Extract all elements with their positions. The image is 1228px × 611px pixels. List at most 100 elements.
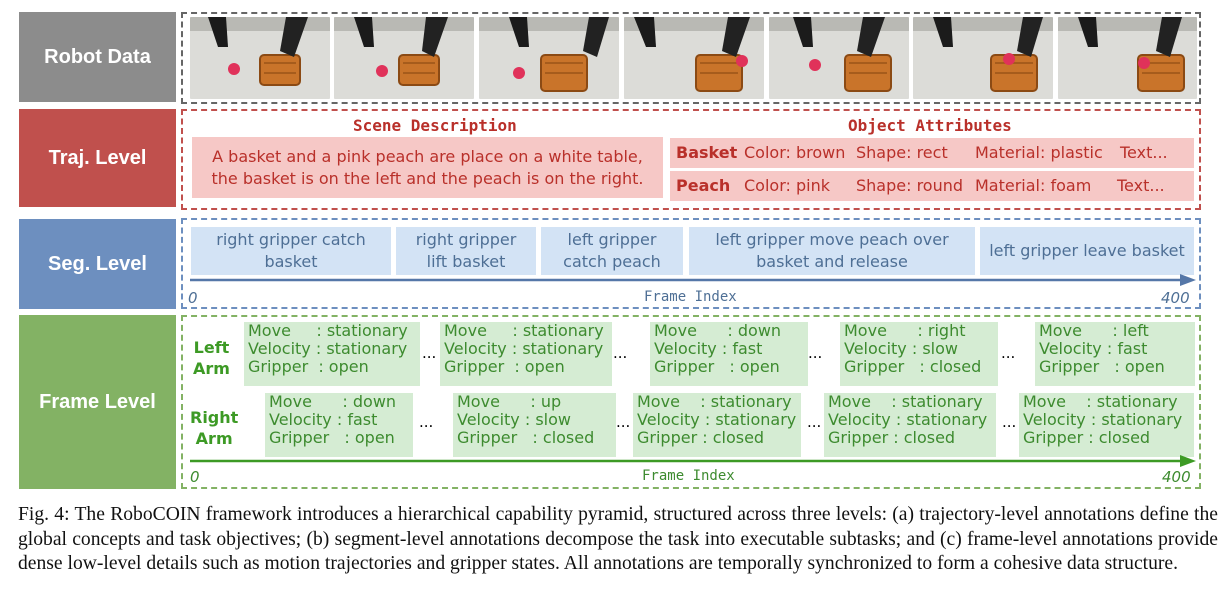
left-arm-state-line: Velocity : stationary [248,340,407,358]
left-arm-state-line: Velocity : slow [844,340,958,358]
segment-line-1: left gripper move peach over [715,229,948,251]
segment-2: right gripper lift basket [396,227,536,275]
robot-frame-photo [624,17,764,99]
segment-line-2: basket and release [756,251,908,273]
segment-1: right gripper catch basket [191,227,391,275]
robot-frame-photo [190,17,330,99]
segment-line-1: right gripper catch [216,229,366,251]
attr-text: Text... [1117,176,1165,195]
right-arm-state-line: Velocity : fast [269,411,377,429]
right-arm-state-line: Velocity : stationary [637,411,796,429]
scene-text-line-2: the basket is on the left and the peach … [211,168,643,190]
segment-line-1: right gripper [416,229,517,251]
segment-line-1: left gripper [568,229,657,251]
right-arm-state-line: Move : stationary [637,393,792,411]
right-arm-state-line: Gripper : closed [637,429,764,447]
attr-color: Color: pink [744,176,830,195]
right-arm-frame-box: Move : downVelocity : fastGripper : open [265,393,413,457]
left-arm-state-line: Gripper : open [1039,358,1165,376]
ellipsis: ... [616,413,630,431]
ellipsis: ... [422,344,436,362]
left-arm-word-1: Left [193,337,230,358]
segment-line-2: basket [264,251,317,273]
ellipsis: ... [1002,413,1016,431]
right-arm-state-line: Move : stationary [1023,393,1178,411]
attr-shape: Shape: rect [856,143,948,162]
attribute-row-peach: Peach Color: pink Shape: round Material:… [670,171,1194,201]
attr-text: Text... [1120,143,1168,162]
seg-level-label: Seg. Level [19,219,176,309]
robot-frame-photo [913,17,1053,99]
segment-5: left gripper leave basket [980,227,1194,275]
frame-axis-end: 400 [1162,468,1191,486]
segment-line-1: left gripper leave basket [989,240,1185,262]
left-arm-state-line: Velocity : fast [1039,340,1147,358]
frame-axis-start: 0 [190,468,200,486]
right-arm-state-line: Move : down [269,393,396,411]
left-arm-state-line: Velocity : stationary [444,340,603,358]
left-arm-word-2: Arm [193,358,230,379]
left-arm-label: Left Arm [193,337,230,379]
scene-description-box: A basket and a pink peach are place on a… [192,137,663,198]
robot-frame-photo [479,17,619,99]
attr-material: Material: plastic [975,143,1103,162]
attr-name: Peach [676,176,730,195]
seg-axis-label: Frame Index [644,289,737,305]
ellipsis: ... [613,344,627,362]
segment-line-2: catch peach [563,251,661,273]
right-arm-state-line: Velocity : stationary [1023,411,1182,429]
left-arm-state-line: Gripper : open [654,358,780,376]
left-arm-state-line: Gripper : open [248,358,369,376]
traj-level-label: Traj. Level [19,109,176,207]
left-arm-frame-box: Move : stationaryVelocity : stationaryGr… [440,322,612,386]
robot-frame-photo [769,17,909,99]
scene-text-line-1: A basket and a pink peach are place on a… [212,146,643,168]
attribute-row-basket: Basket Color: brown Shape: rect Material… [670,138,1194,168]
segment-line-2: lift basket [427,251,506,273]
right-arm-state-line: Move : stationary [828,393,983,411]
right-arm-state-line: Gripper : closed [828,429,955,447]
right-arm-label: Right Arm [190,407,238,449]
right-arm-state-line: Gripper : closed [457,429,594,447]
ellipsis: ... [807,413,821,431]
ellipsis: ... [419,413,433,431]
seg-axis-end: 400 [1161,289,1190,307]
left-arm-state-line: Gripper : open [444,358,565,376]
seg-timeline-arrow [190,273,1200,287]
seg-axis-start: 0 [188,289,198,307]
right-arm-state-line: Gripper : open [269,429,395,447]
segment-3: left gripper catch peach [541,227,683,275]
segment-4: left gripper move peach over basket and … [689,227,975,275]
right-arm-word-2: Arm [190,428,238,449]
attr-shape: Shape: round [856,176,963,195]
left-arm-state-line: Move : stationary [248,322,408,340]
left-arm-state-line: Move : right [844,322,966,340]
right-arm-state-line: Gripper : closed [1023,429,1150,447]
attr-name: Basket [676,143,737,162]
left-arm-state-line: Move : down [654,322,781,340]
object-attributes-header: Object Attributes [848,116,1012,135]
left-arm-state-line: Move : left [1039,322,1149,340]
right-arm-word-1: Right [190,407,238,428]
frame-timeline-arrow [190,454,1200,468]
right-arm-frame-box: Move : stationaryVelocity : stationaryGr… [633,393,801,457]
right-arm-state-line: Velocity : slow [457,411,571,429]
frame-level-label: Frame Level [19,315,176,489]
robot-data-label: Robot Data [19,12,176,102]
scene-description-header: Scene Description [353,116,517,135]
left-arm-state-line: Move : stationary [444,322,604,340]
right-arm-state-line: Move : up [457,393,561,411]
ellipsis: ... [808,344,822,362]
attr-color: Color: brown [744,143,845,162]
ellipsis: ... [1001,344,1015,362]
figure-caption: Fig. 4: The RoboCOIN framework introduce… [18,503,1218,577]
left-arm-state-line: Gripper : closed [844,358,981,376]
left-arm-state-line: Velocity : fast [654,340,762,358]
right-arm-state-line: Velocity : stationary [828,411,987,429]
frame-axis-label: Frame Index [642,468,735,484]
robot-frame-photo [334,17,474,99]
robot-frame-photo [1058,17,1197,99]
